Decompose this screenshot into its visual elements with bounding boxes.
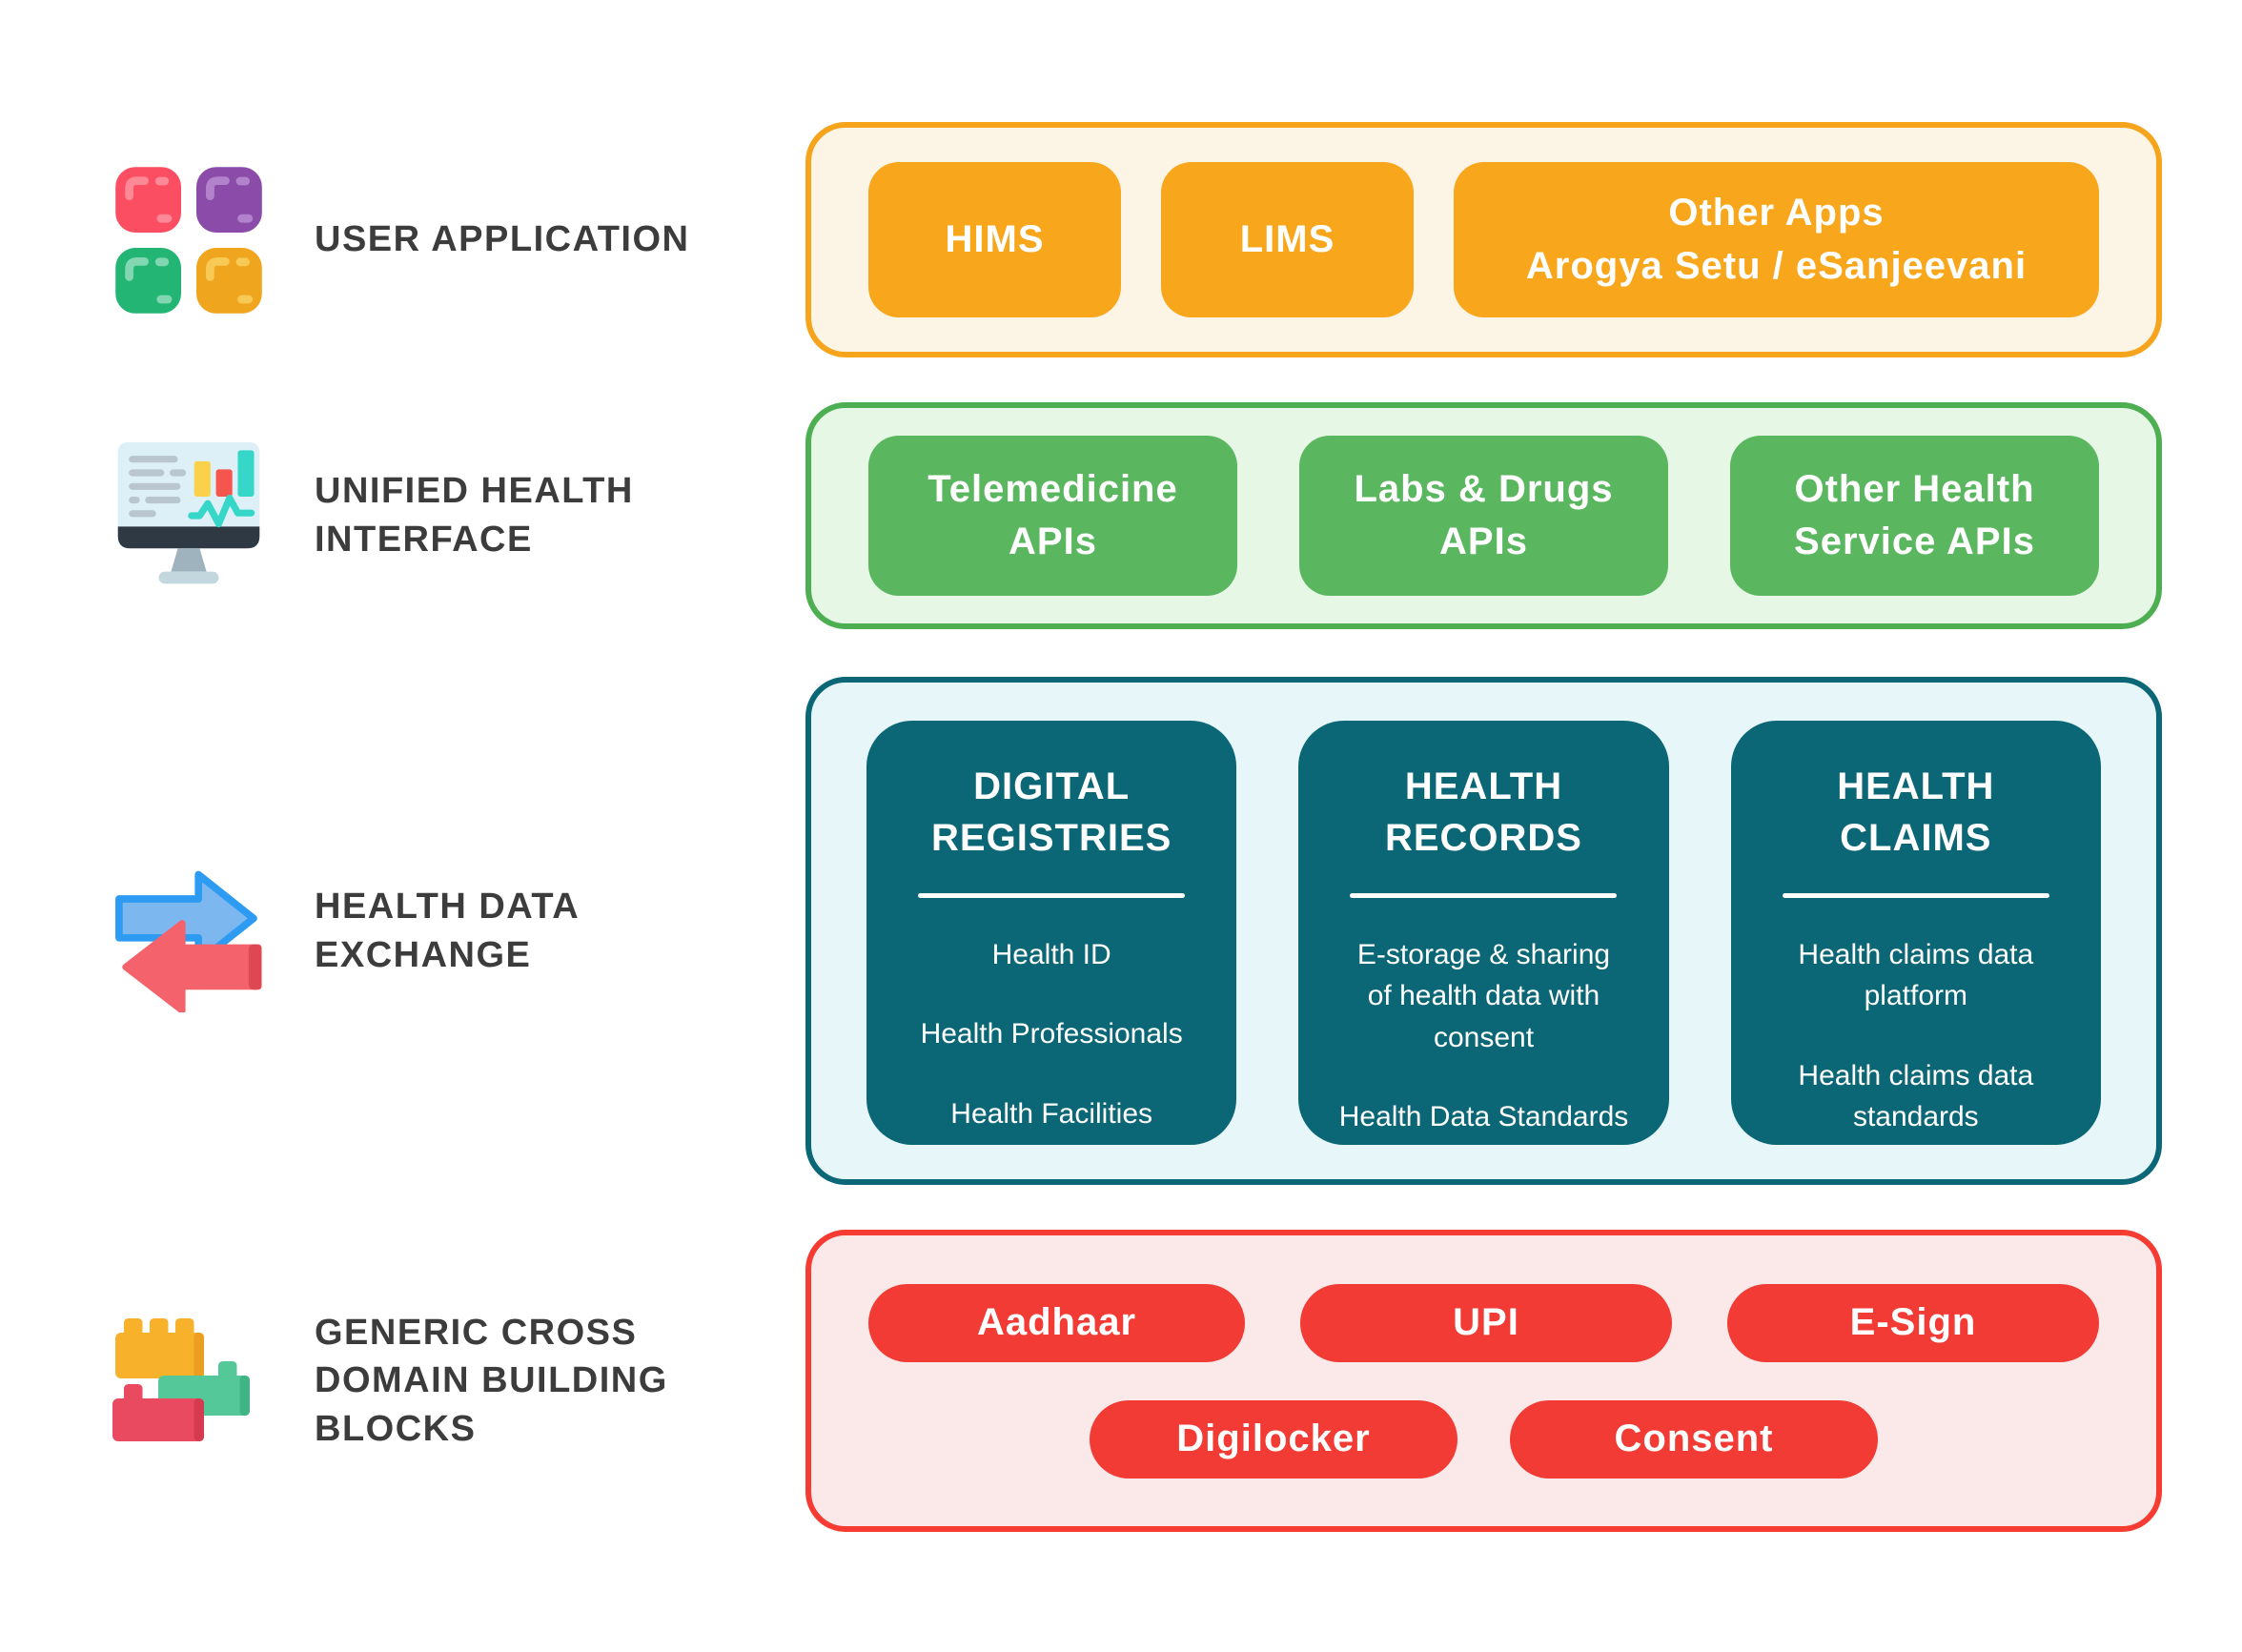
card-item: Health Data Standards xyxy=(1338,1101,1629,1133)
pill-digilocker: Digilocker xyxy=(1090,1399,1457,1479)
button-lims: LIMS xyxy=(1161,162,1414,317)
button-other-health-service-apis: Other Health Service APIs xyxy=(1730,436,2099,596)
row-unified-health-interface: UNIFIED HEALTH INTERFACE Telemedicine AP… xyxy=(0,402,2242,629)
card-item: Health claims data standards xyxy=(1798,1059,2034,1133)
card-title: HEALTH RECORDS xyxy=(1384,765,1582,860)
row-label-health-data-exchange: HEALTH DATA EXCHANGE xyxy=(315,886,581,975)
card-title: DIGITAL REGISTRIES xyxy=(931,765,1172,860)
row-label-generic-cross-domain-building-blocks: GENERIC CROSS DOMAIN BUILDING BLOCKS xyxy=(315,1312,668,1449)
monitor-analytics-icon-svg xyxy=(117,441,259,584)
pill-consent: Consent xyxy=(1510,1399,1878,1479)
row-user-application: USER APPLICATION HIMS LIMS Other Apps Ar… xyxy=(0,122,2242,357)
card-items: E-storage & sharing of health data with … xyxy=(1339,934,1629,1138)
panel-user-application: HIMS LIMS Other Apps Arogya Setu / eSanj… xyxy=(805,122,2162,357)
pill-aadhaar: Aadhaar xyxy=(868,1283,1245,1362)
row-health-data-exchange: HEALTH DATA EXCHANGE DIGITAL REGISTRIES … xyxy=(0,677,2242,1185)
button-other-apps: Other Apps Arogya Setu / eSanjeevani xyxy=(1454,162,2099,317)
card-divider xyxy=(1782,892,2049,898)
card-health-claims: HEALTH CLAIMS Health claims data platfor… xyxy=(1730,721,2101,1145)
card-item: Health Facilities xyxy=(950,1097,1153,1130)
panel-unified-health-interface: Telemedicine APIs Labs & Drugs APIs Othe… xyxy=(805,402,2162,629)
monitor-analytics-icon xyxy=(100,439,276,592)
panel-generic-cross-domain-building-blocks: Aadhaar UPI E-Sign Digilocker Consent xyxy=(805,1230,2162,1532)
panel-health-data-exchange: DIGITAL REGISTRIES Health ID Health Prof… xyxy=(805,677,2162,1185)
card-health-records: HEALTH RECORDS E-storage & sharing of he… xyxy=(1298,721,1669,1145)
building-blocks-icon-svg xyxy=(112,1317,250,1441)
row-label-unified-health-interface: UNIFIED HEALTH INTERFACE xyxy=(315,471,634,560)
card-items: Health claims data platform Health claim… xyxy=(1798,934,2033,1138)
pill-e-sign: E-Sign xyxy=(1727,1283,2099,1362)
data-exchange-arrows-icon xyxy=(100,850,276,1012)
card-divider xyxy=(918,892,1186,898)
button-hims: HIMS xyxy=(868,162,1121,317)
card-divider xyxy=(1350,892,1618,898)
row-generic-cross-domain-building-blocks: GENERIC CROSS DOMAIN BUILDING BLOCKS Aad… xyxy=(0,1230,2242,1532)
card-item: E-storage & sharing of health data with … xyxy=(1356,938,1611,1053)
building-blocks-icon xyxy=(100,1310,276,1453)
pill-row-bottom: Digilocker Consent xyxy=(868,1399,2099,1479)
card-item: Health ID xyxy=(991,938,1111,970)
card-title: HEALTH CLAIMS xyxy=(1837,765,1995,860)
app-grid-icon xyxy=(100,164,276,316)
pill-upi: UPI xyxy=(1300,1283,1672,1362)
card-item: Health Professionals xyxy=(920,1018,1183,1050)
card-item: Health claims data platform xyxy=(1798,938,2034,1012)
card-items: Health ID Health Professionals Health Fa… xyxy=(921,934,1183,1135)
card-digital-registries: DIGITAL REGISTRIES Health ID Health Prof… xyxy=(866,721,1237,1145)
row-label-user-application: USER APPLICATION xyxy=(315,219,690,260)
button-telemedicine-apis: Telemedicine APIs xyxy=(868,436,1237,596)
button-labs-drugs-apis: Labs & Drugs APIs xyxy=(1299,436,1668,596)
app-grid-icon-svg xyxy=(114,166,262,314)
data-exchange-arrows-icon-svg xyxy=(114,870,261,1012)
pill-row-top: Aadhaar UPI E-Sign xyxy=(868,1283,2099,1362)
